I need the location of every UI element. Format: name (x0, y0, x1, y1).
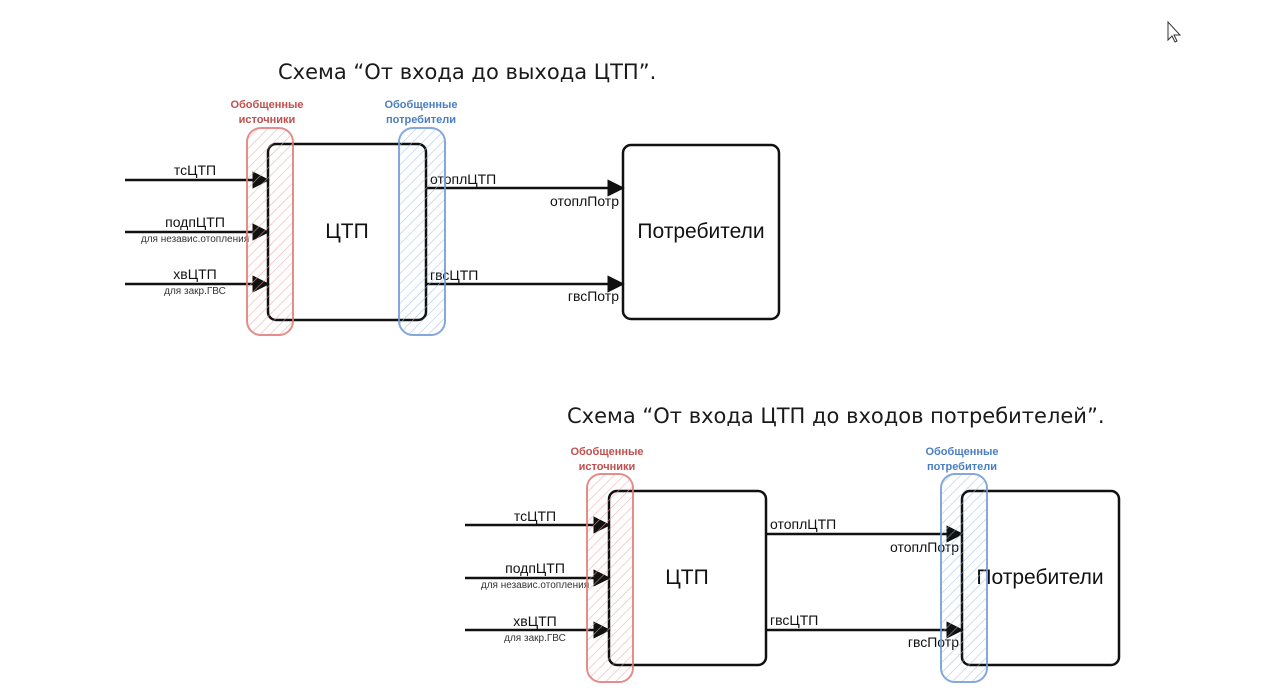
label-otopl-ctp: отоплЦТП (770, 516, 836, 532)
sources-group-label: Обобщенные (230, 99, 303, 111)
label-gvs-potr: гвсПотр (568, 288, 619, 304)
consumers-box-label: Потребители (976, 566, 1103, 589)
consumers-group-label: Обобщенные (384, 99, 457, 111)
label-gvs-ctp: гвсЦТП (770, 612, 818, 628)
label-hv-sub: для закр.ГВС (504, 633, 566, 644)
diagram-1-title: Схема “От входа до выхода ЦТП”. (278, 60, 656, 84)
diagram-2: Схема “От входа ЦТП до входов потребител… (465, 404, 1121, 683)
consumers-group-label: Обобщенные (925, 446, 998, 458)
diagram-2-title: Схема “От входа ЦТП до входов потребител… (567, 404, 1105, 428)
sources-group (246, 127, 294, 336)
sources-group-label-2: источники (239, 114, 296, 126)
consumers-group (940, 473, 988, 683)
sources-group-label-2: источники (579, 461, 636, 473)
label-hv-ctp: хвЦТП (173, 266, 216, 282)
label-hv-sub: для закр.ГВС (164, 286, 226, 297)
mouse-cursor-icon (1167, 20, 1182, 43)
label-otopl-potr: отоплПотр (550, 193, 619, 209)
ctp-label: ЦТП (325, 220, 368, 243)
label-ts-ctp: тсЦТП (514, 508, 556, 524)
consumers-group-label-2: потребители (386, 114, 456, 126)
label-podp-sub: для независ.отопления (141, 234, 249, 245)
label-podp-ctp: подпЦТП (165, 214, 225, 230)
label-ts-ctp: тсЦТП (174, 162, 216, 178)
consumers-group (398, 127, 446, 336)
ctp-label: ЦТП (665, 566, 708, 589)
consumers-group-label-2: потребители (927, 461, 997, 473)
label-otopl-ctp: отоплЦТП (430, 171, 496, 187)
diagram-1: Схема “От входа до выхода ЦТП”. Обобщенн… (125, 60, 781, 336)
label-podp-ctp: подпЦТП (505, 560, 565, 576)
consumers-box-label: Потребители (637, 220, 764, 243)
sources-group-label: Обобщенные (570, 446, 643, 458)
sources-group (586, 473, 634, 683)
consumers-box (621, 143, 781, 321)
label-podp-sub: для независ.отопления (481, 580, 589, 591)
label-hv-ctp: хвЦТП (513, 613, 556, 629)
